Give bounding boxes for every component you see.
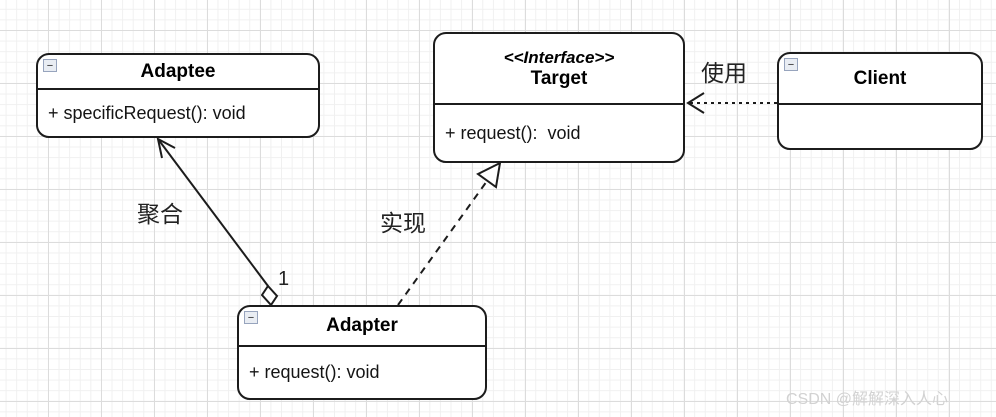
class-title: Client xyxy=(853,67,907,89)
class-title: Adapter xyxy=(326,315,398,336)
realization-connector[interactable] xyxy=(397,161,502,306)
realization-label[interactable]: 实现 xyxy=(380,210,426,236)
class-adaptee[interactable]: − Adaptee + specificRequest(): void xyxy=(36,53,320,138)
collapse-icon[interactable]: − xyxy=(244,311,258,324)
class-member: + request(): void xyxy=(445,122,581,143)
class-body-empty xyxy=(779,105,981,148)
class-adapter[interactable]: − Adapter + request(): void xyxy=(237,305,487,400)
class-client[interactable]: − Client xyxy=(777,52,983,150)
dependency-label[interactable]: 使用 xyxy=(701,60,747,86)
watermark-text: CSDN @解解深入人心 xyxy=(786,391,949,408)
aggregation-multiplicity[interactable]: 1 xyxy=(278,268,290,290)
aggregation-connector[interactable] xyxy=(156,137,279,307)
class-member: + request(): void xyxy=(249,362,380,382)
aggregation-diamond xyxy=(260,284,279,307)
stereotype-label: <<Interface>> xyxy=(503,47,615,67)
collapse-icon[interactable]: − xyxy=(784,58,798,71)
open-arrowhead xyxy=(156,137,176,159)
realization-triangle xyxy=(476,161,502,189)
dependency-connector[interactable] xyxy=(686,92,777,114)
class-title: Adaptee xyxy=(140,60,216,82)
aggregation-label[interactable]: 聚合 xyxy=(137,201,183,227)
class-member: + specificRequest(): void xyxy=(48,102,246,123)
collapse-icon[interactable]: − xyxy=(43,59,57,72)
open-arrowhead xyxy=(686,92,705,114)
class-title: Target xyxy=(530,67,588,89)
class-target[interactable]: <<Interface>> Target + request(): void xyxy=(433,32,685,163)
